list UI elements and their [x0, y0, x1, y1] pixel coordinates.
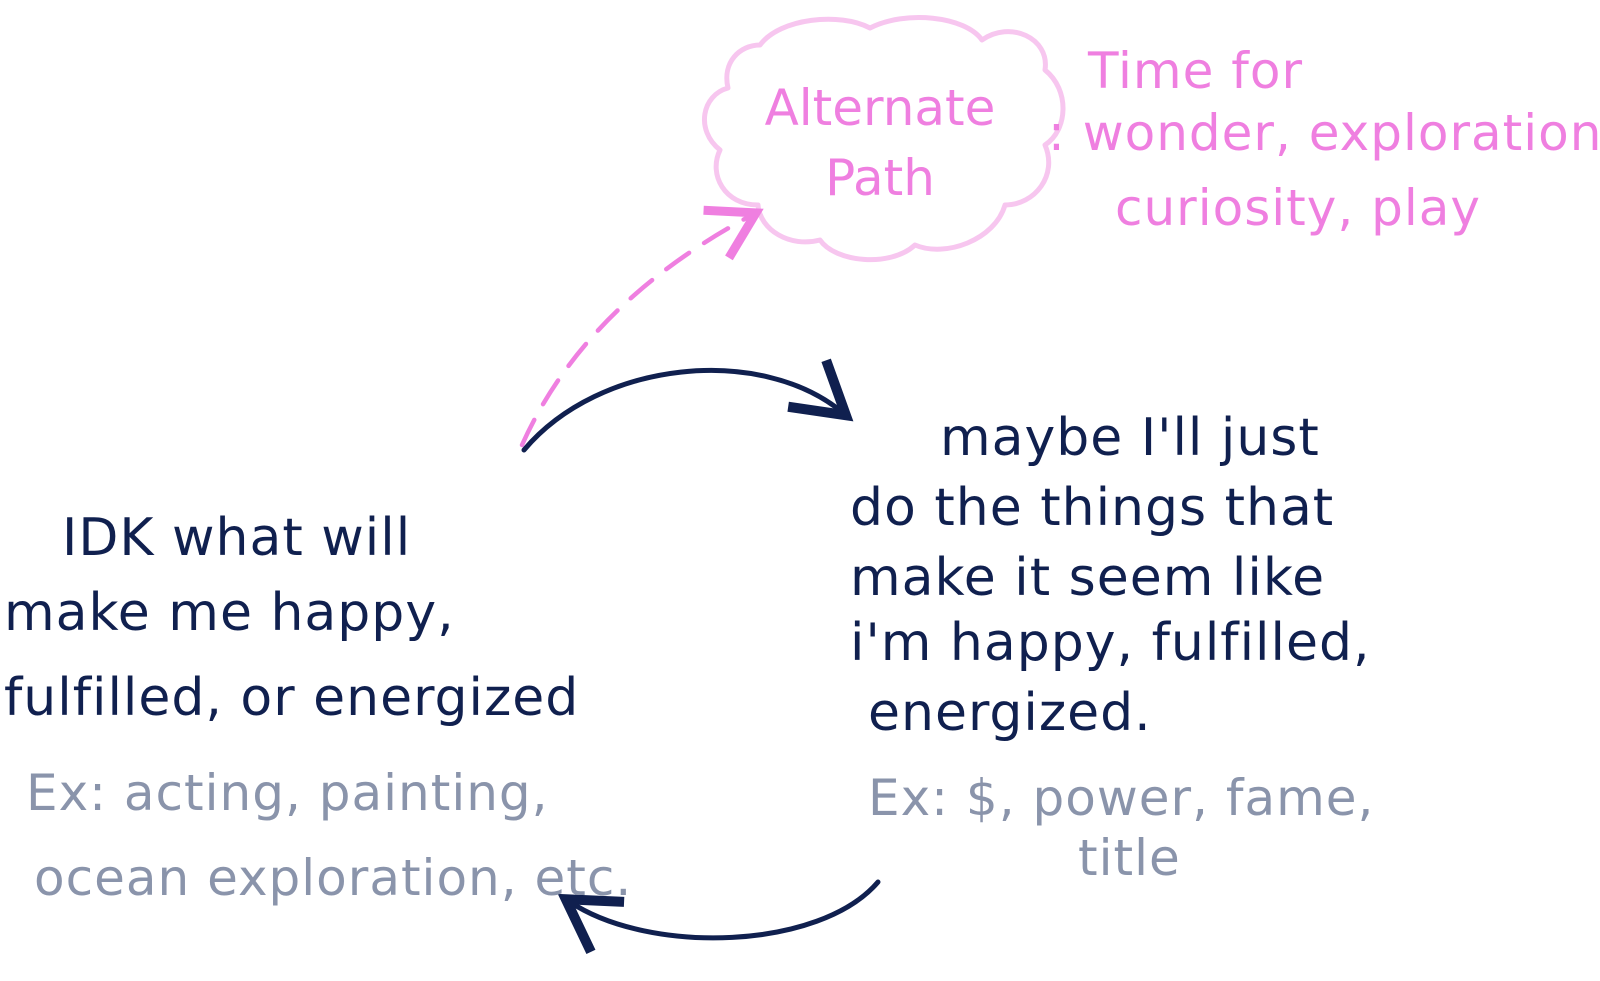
pink-note-line2: : wonder, exploration,	[1048, 104, 1600, 162]
pink-note-line3: curiosity, play	[1115, 179, 1481, 237]
right-example-line2: title	[1078, 829, 1181, 887]
right-example-line1: Ex: $, power, fame,	[868, 769, 1374, 827]
pink-note-line1: Time for	[1087, 42, 1303, 100]
right-text-line4: i'm happy, fulfilled,	[850, 613, 1370, 673]
cloud-title-line2: Path	[825, 149, 935, 207]
right-text-line3: make it seem like	[850, 548, 1325, 608]
right-text-line1: maybe I'll just	[940, 408, 1320, 468]
left-text-line1: IDK what will	[62, 508, 411, 568]
right-text-line5: energized.	[868, 683, 1152, 743]
right-text-line2: do the things that	[850, 478, 1334, 538]
left-text-line3: fulfilled, or energized	[4, 668, 579, 728]
top-cycle-arrow	[521, 358, 854, 453]
bottom-cycle-arrow	[557, 879, 881, 954]
left-example-line2: ocean exploration, etc.	[34, 849, 632, 907]
left-text-line2: make me happy,	[4, 583, 455, 643]
cloud-title-line1: Alternate	[765, 79, 996, 137]
alternate-path-arrow	[519, 205, 764, 448]
left-example-line1: Ex: acting, painting,	[26, 764, 549, 822]
cloud-shape	[702, 15, 1066, 263]
